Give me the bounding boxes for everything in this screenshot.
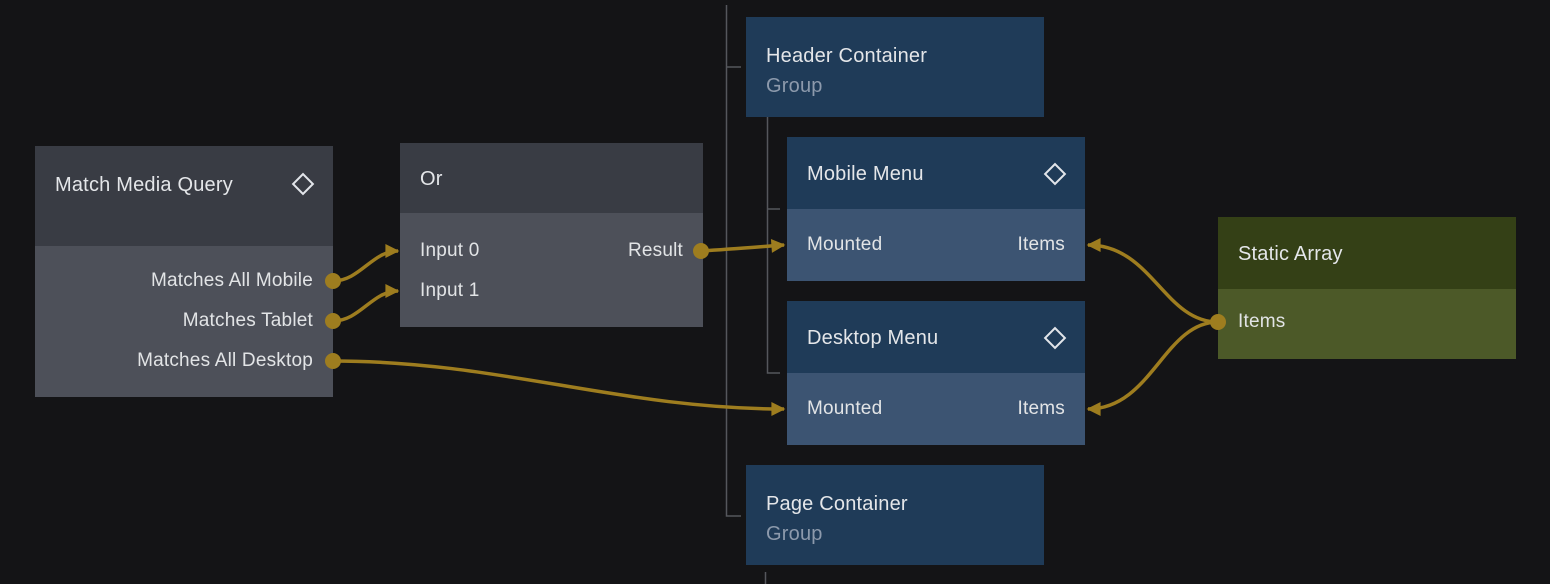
node-title: Static Array	[1238, 243, 1343, 265]
wire-matches-all-desktop-to-desktop-mounted[interactable]	[332, 359, 786, 416]
node-page-container[interactable]: Page Container Group	[746, 465, 1044, 565]
node-title: Or	[420, 168, 443, 190]
node-body: Items	[1218, 289, 1516, 359]
port-label: Matches All Mobile	[150, 270, 313, 291]
node-desktop-menu[interactable]: Desktop Menu Mounted Items	[787, 301, 1085, 445]
node-title: Page Container	[766, 493, 908, 515]
port-label: Matches Tablet	[182, 310, 313, 331]
node-subtitle: Group	[766, 75, 823, 97]
port-label: Input 1	[420, 280, 480, 301]
wire-matches-tablet-to-input-1[interactable]	[332, 284, 400, 323]
node-body: Mounted Items	[787, 209, 1085, 281]
port-items[interactable]: Items	[1017, 398, 1065, 419]
port-row: Input 0 Result	[400, 231, 703, 271]
port-mounted[interactable]: Mounted	[807, 234, 883, 255]
node-title: Match Media Query	[55, 174, 233, 196]
port-result[interactable]: Result	[627, 240, 683, 261]
node-mobile-menu[interactable]: Mobile Menu Mounted Items	[787, 137, 1085, 281]
node-subtitle: Group	[766, 523, 823, 545]
node-header-container[interactable]: Header Container Group	[746, 17, 1044, 117]
port-label: Items	[1238, 311, 1286, 332]
node-header: Static Array	[1218, 217, 1516, 289]
node-body: Matches All Mobile Matches Tablet Matche…	[35, 246, 333, 397]
port-items[interactable]: Items	[1218, 302, 1516, 342]
node-title: Desktop Menu	[807, 327, 939, 349]
node-header: Desktop Menu	[787, 301, 1085, 373]
node-body: Input 0 Result Input 1	[400, 213, 703, 327]
port-mounted[interactable]: Mounted	[807, 398, 883, 419]
port-matches-all-mobile[interactable]: Matches All Mobile	[35, 261, 333, 301]
port-row: Mounted Items	[787, 389, 1085, 429]
wire-matches-all-mobile-to-input-0[interactable]	[332, 244, 400, 283]
node-title: Mobile Menu	[807, 163, 924, 185]
node-header: Match Media Query	[35, 146, 333, 246]
port-label: Matches All Desktop	[137, 350, 313, 371]
hierarchy-line-root	[725, 5, 741, 517]
node-match-media-query[interactable]: Match Media Query Matches All Mobile Mat…	[35, 146, 333, 397]
node-header: Mobile Menu	[787, 137, 1085, 209]
node-title: Header Container	[766, 45, 928, 67]
diamond-icon	[1043, 162, 1067, 186]
port-row: Mounted Items	[787, 225, 1085, 265]
port-matches-tablet[interactable]: Matches Tablet	[35, 301, 333, 341]
wire-static-array-items-to-desktop-items[interactable]	[1086, 320, 1219, 416]
node-or[interactable]: Or Input 0 Result Input 1	[400, 143, 703, 327]
port-matches-all-desktop[interactable]: Matches All Desktop	[35, 341, 333, 381]
port-input-0[interactable]: Input 0	[420, 240, 480, 261]
node-body: Mounted Items	[787, 373, 1085, 445]
diamond-icon	[1043, 326, 1067, 350]
diamond-icon	[291, 172, 315, 196]
wire-result-to-mobile-mounted[interactable]	[700, 238, 786, 253]
node-header: Or	[400, 143, 703, 213]
port-items[interactable]: Items	[1017, 234, 1065, 255]
port-input-1[interactable]: Input 1	[400, 271, 703, 311]
wire-static-array-items-to-mobile-items[interactable]	[1086, 238, 1219, 324]
node-static-array[interactable]: Static Array Items	[1218, 217, 1516, 359]
